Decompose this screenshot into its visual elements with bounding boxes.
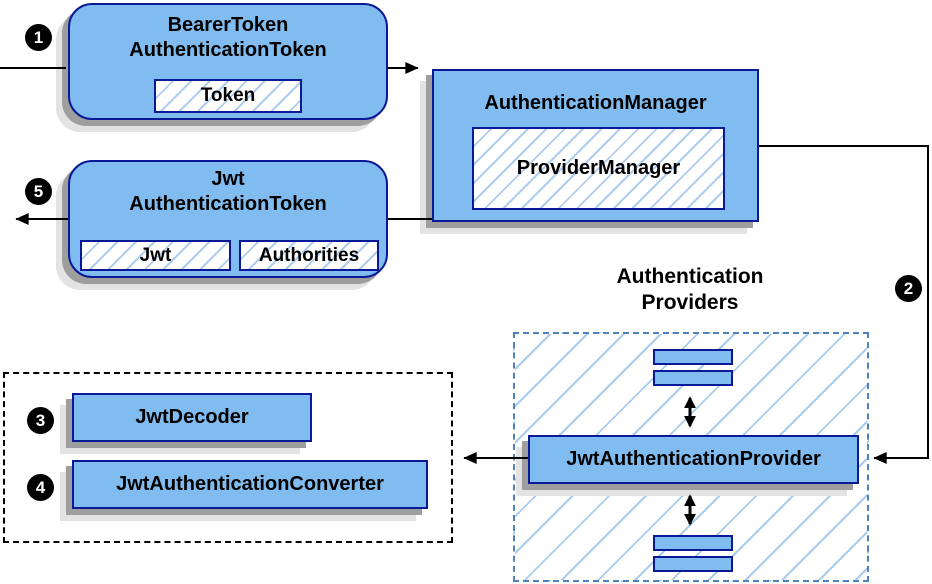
authentication-providers-title: Authentication Providers [555,264,825,316]
jwt-token-title-line2: AuthenticationToken [129,193,327,215]
other-provider-bar-bottom-2 [653,556,733,572]
step-badge-1: 1 [25,24,52,51]
provider-manager-label: ProviderManager [516,157,681,179]
token-field-label: Token [200,85,256,106]
step-badge-5-number: 5 [33,182,44,201]
authorities-field-label: Authorities [258,244,360,266]
authorities-field: Authorities [239,240,379,271]
jwt-authentication-converter-label: JwtAuthenticationConverter [116,473,384,495]
jwt-components-group-box [3,372,453,543]
step-badge-2-number: 2 [903,279,914,298]
step-badge-4-number: 4 [35,478,46,497]
authentication-providers-title-line1: Authentication [616,265,764,288]
provider-manager-field: ProviderManager [472,127,725,210]
authentication-manager-node: AuthenticationManager ProviderManager [432,69,759,222]
step-badge-5: 5 [25,178,52,205]
other-provider-bar-top-1 [653,349,733,365]
jwt-token-title-line1: Jwt [211,168,245,190]
bearer-token-authentication-token-node: BearerToken AuthenticationToken Token [68,3,388,120]
step-badge-4: 4 [27,474,54,501]
step-badge-1-number: 1 [33,28,44,47]
other-provider-bar-top-2 [653,370,733,386]
authentication-manager-title: AuthenticationManager [484,92,707,114]
bearer-token-title-line2: AuthenticationToken [129,39,327,61]
bearer-token-title: BearerToken AuthenticationToken [70,5,386,63]
jwt-decoder-label: JwtDecoder [135,406,249,428]
step-badge-2: 2 [895,275,922,302]
other-provider-bar-bottom-1 [653,535,733,551]
jwt-authentication-converter-node: JwtAuthenticationConverter [72,460,428,509]
jwt-authentication-token-node: Jwt AuthenticationToken Jwt Authorities [68,160,388,278]
step-badge-3-number: 3 [35,411,46,430]
jwt-field: Jwt [80,240,231,271]
token-field: Token [154,79,302,113]
authentication-providers-title-line2: Providers [641,291,739,314]
jwt-token-title: Jwt AuthenticationToken [70,162,386,217]
bearer-token-title-line1: BearerToken [167,14,289,36]
jwt-decoder-node: JwtDecoder [72,393,312,442]
step-badge-3: 3 [27,407,54,434]
jwt-field-label: Jwt [139,244,172,266]
jwt-authentication-provider-node: JwtAuthenticationProvider [528,435,859,484]
jwt-authentication-provider-label: JwtAuthenticationProvider [566,448,821,470]
